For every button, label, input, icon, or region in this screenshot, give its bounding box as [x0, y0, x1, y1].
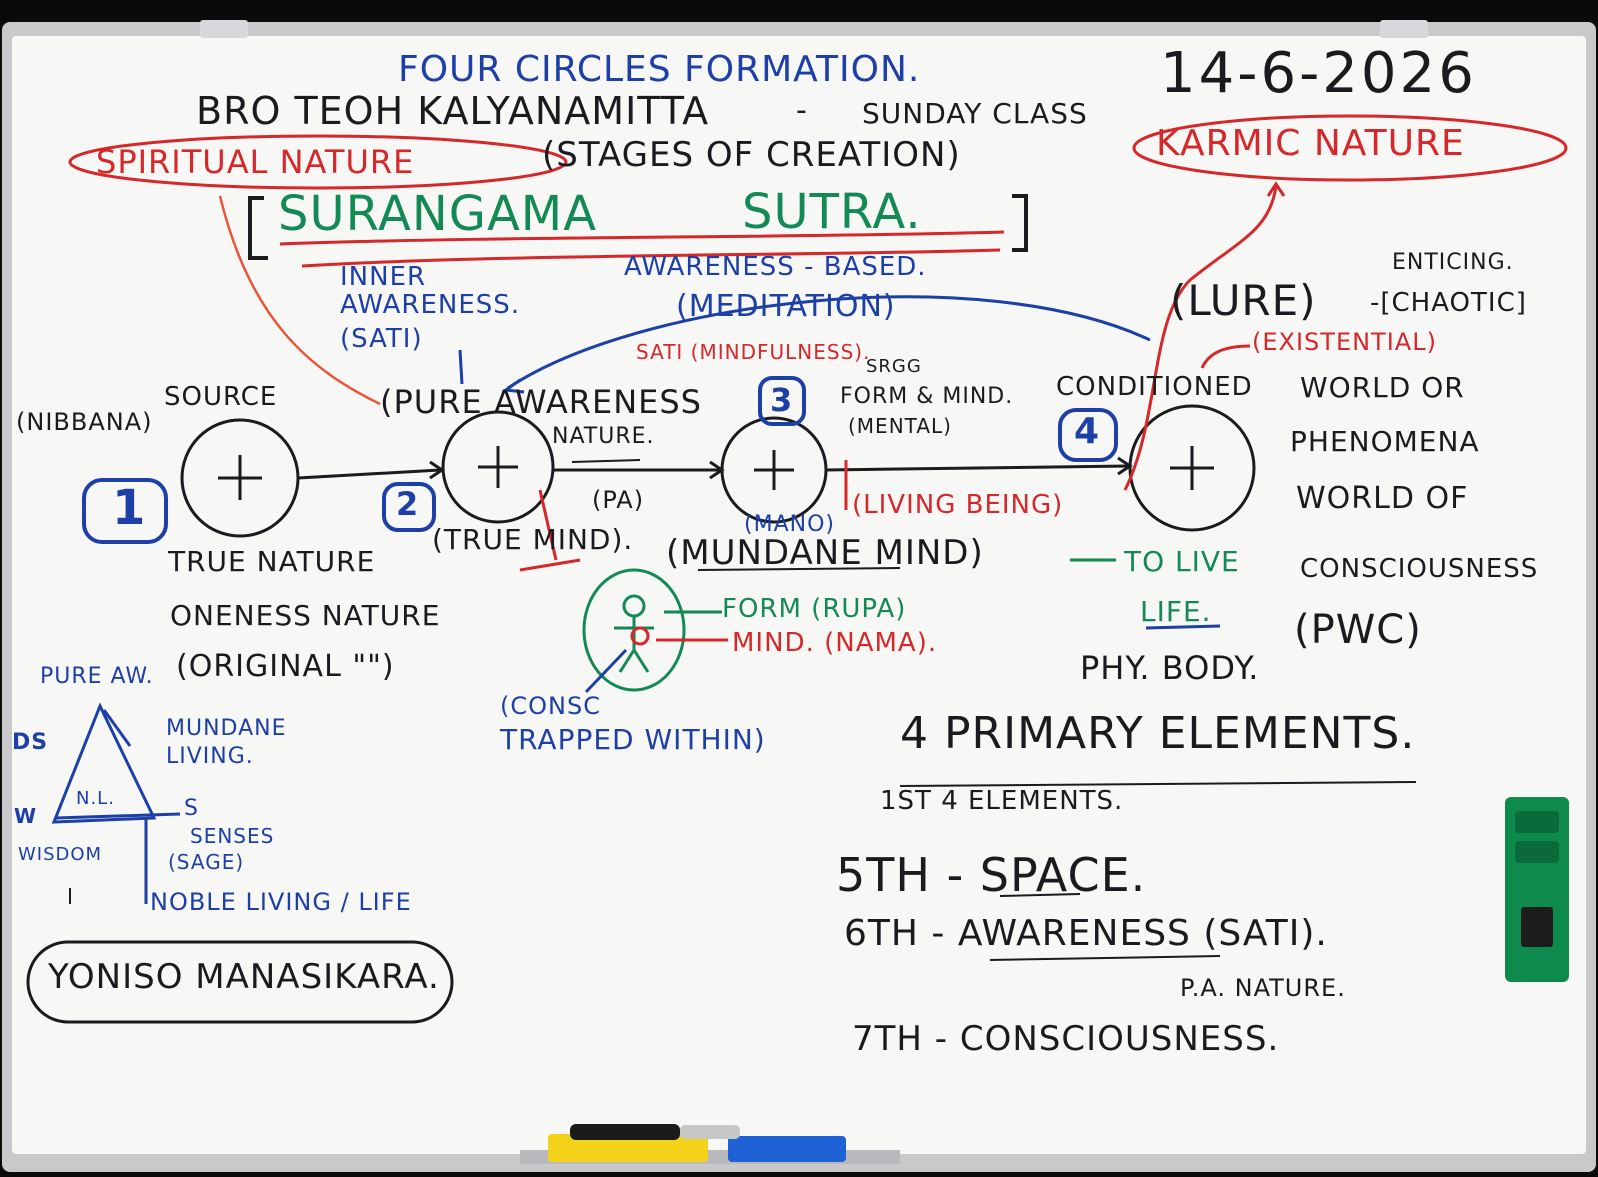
pa-label: (PA) — [592, 486, 645, 514]
consc-label: (Consc — [500, 692, 601, 720]
senses-label: Senses — [190, 824, 275, 848]
living-being-label: (Living being) — [852, 490, 1064, 520]
existential-label: (Existential) — [1252, 328, 1437, 356]
seventh-element: 7th - Consciousness. — [852, 1019, 1280, 1059]
triangle — [51, 702, 157, 824]
number-1: 1 — [112, 480, 147, 536]
pure-aw-label: Pure Aw. — [40, 664, 154, 689]
trapped-within-label: Trapped within) — [500, 723, 766, 756]
source-label: Source — [164, 382, 278, 412]
mind-nama-label: Mind. (Nama). — [732, 628, 938, 658]
number-4: 4 — [1074, 411, 1101, 452]
yoniso-oval — [26, 940, 454, 1024]
number-2: 2 — [396, 485, 420, 523]
pure-awareness-label: (Pure Awareness — [380, 383, 702, 421]
number-3: 3 — [770, 381, 794, 419]
srgg-label: SRGG — [866, 356, 922, 377]
number-box-3 — [758, 376, 806, 426]
true-mind-label: (True mind). — [432, 523, 634, 556]
karmic-nature-oval — [1132, 114, 1568, 182]
whiteboard-eraser — [1505, 797, 1569, 982]
mano-label: (Mano) — [744, 512, 835, 537]
spiritual-nature-oval — [68, 134, 568, 190]
oneness-nature-label: Oneness nature — [170, 599, 441, 632]
sixth-element: 6th - Awareness (Sati). — [844, 913, 1328, 954]
life-label: Life. — [1140, 595, 1212, 628]
sage-label: (Sage) — [168, 850, 245, 874]
mundane-triangle-label: Mundane — [166, 716, 287, 741]
karmic-nature-label: Karmic nature — [1156, 123, 1465, 164]
true-nature-label: True nature — [168, 545, 376, 578]
inner-awareness-label: Awareness. — [340, 290, 521, 320]
consciousness-label: Consciousness — [1300, 554, 1539, 584]
phenomena-label: Phenomena — [1290, 425, 1480, 458]
fifth-element: 5th - Space. — [836, 848, 1147, 902]
number-box-4 — [1058, 408, 1118, 462]
stick-figure-circle — [582, 568, 686, 692]
board-title: Four circles formation. — [398, 49, 921, 90]
conditioned-label: Conditioned — [1056, 372, 1253, 402]
nibbana-label: (Nibbana) — [16, 408, 153, 436]
world-of-label: World of — [1296, 481, 1469, 516]
lure-label: (Lure) — [1170, 276, 1317, 325]
teacher-name: Bro Teoh Kalyanamitta — [196, 89, 710, 133]
yoniso-label: Yoniso Manasikara. — [48, 957, 440, 997]
form-mind-label: Form & mind. — [840, 384, 1014, 409]
number-box-2 — [382, 482, 436, 532]
enticing-label: Enticing. — [1392, 250, 1514, 275]
noble-living-label: Noble Living / Life — [150, 888, 412, 916]
eraser-label-icon — [1521, 907, 1553, 947]
sutra-name-1: Surangama — [278, 186, 598, 242]
circle-pure-awareness — [441, 410, 555, 524]
meditation-label: (Meditation) — [676, 289, 896, 324]
first-four-elements: 1st 4 Elements. — [880, 786, 1124, 816]
spiritual-nature-label: Spiritual nature — [96, 143, 415, 181]
sati-mindfulness-label: Sati (Mindfulness). — [636, 340, 871, 364]
to-live-label: To Live — [1124, 545, 1240, 578]
circle-conditioned — [1128, 404, 1256, 532]
inner-label: Inner — [340, 262, 427, 292]
sutra-name-2: Sutra. — [742, 184, 922, 240]
s-label: S — [184, 796, 199, 821]
stages-of-creation: (Stages of creation) — [542, 135, 961, 175]
primary-elements-label: 4 Primary Elements. — [900, 708, 1416, 759]
chaotic-label: -[Chaotic] — [1370, 288, 1527, 318]
header-dash: - — [796, 93, 808, 128]
original-label: (Original "") — [176, 649, 395, 684]
awareness-based-label: Awareness - based. — [624, 252, 927, 282]
number-box-1 — [82, 478, 168, 544]
world-or-label: World or — [1300, 371, 1465, 404]
pure-awareness-nature: Nature. — [552, 424, 655, 449]
sati-label: (Sati) — [340, 324, 423, 354]
pwc-label: (PWC) — [1294, 607, 1422, 653]
living-triangle-label: Living. — [166, 744, 254, 769]
w-label: W — [14, 804, 38, 828]
wisdom-label: Wisdom — [18, 844, 103, 865]
nl-label: N.L. — [76, 788, 115, 809]
mental-label: (Mental) — [848, 414, 952, 438]
class-date: 14-6-2026 — [1160, 41, 1477, 106]
pa-nature-label: P.A. Nature. — [1180, 974, 1346, 1002]
class-name: Sunday class — [862, 97, 1088, 130]
mundane-mind-label: (Mundane Mind) — [666, 533, 984, 573]
form-rupa-label: Form (Rupa) — [722, 594, 907, 624]
phy-body-label: Phy. Body. — [1080, 649, 1260, 687]
ds-label: DS — [12, 730, 49, 755]
